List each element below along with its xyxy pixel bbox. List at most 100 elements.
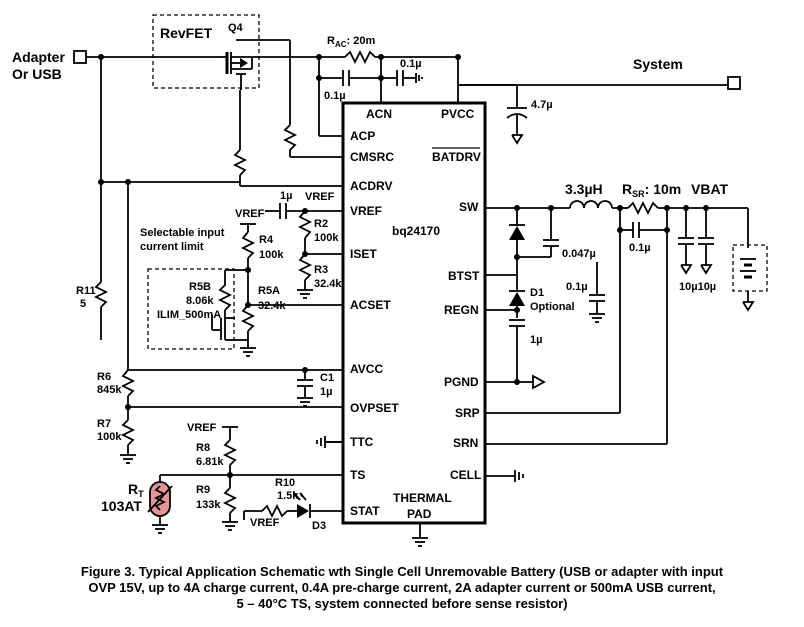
vbat-label: VBAT [691, 181, 729, 197]
r5a-value: 32.4k [258, 300, 286, 312]
r5b-label: R5B [189, 281, 211, 293]
c-sr-label: 0.1µ [629, 242, 651, 254]
pin-vref: VREF [350, 204, 382, 218]
system-label: System [633, 56, 683, 72]
r5b-box [147, 268, 235, 350]
pin-cmsrc: CMSRC [350, 150, 394, 164]
c-vref-label: 1µ [280, 190, 292, 202]
r11-label: R11 [76, 285, 96, 297]
d3-label: D3 [312, 520, 326, 532]
pgnd-arrow [532, 374, 546, 390]
revfet-label: RevFET [160, 25, 213, 41]
revfet-box [152, 14, 260, 89]
r7-value: 100k [97, 431, 122, 443]
ic-body [341, 101, 487, 525]
r10-label: R10 [275, 477, 295, 489]
c-pvcc-label: 4.7µ [531, 99, 553, 111]
pin-stat: STAT [350, 504, 380, 518]
c-acn-label: 0.1µ [400, 58, 422, 70]
c-regn-top-label: 0.1µ [566, 281, 588, 293]
thermal-pad-line1: THERMAL [393, 491, 452, 505]
d1-optional: Optional [530, 301, 575, 313]
rt-label: RT [128, 481, 144, 499]
r4-value: 100k [259, 249, 284, 261]
pin-batdrv: BATDRV [432, 150, 481, 164]
pin-pgnd: PGND [444, 375, 479, 389]
d3-led [297, 504, 309, 518]
pin-ovpset: OVPSET [350, 401, 399, 415]
selectable-label-line2: current limit [140, 241, 204, 253]
adapter-label-line1: Adapter [12, 49, 65, 65]
ground-ttc [316, 436, 326, 448]
pin-sw: SW [459, 200, 479, 214]
vref-label-stat: VREF [250, 517, 280, 529]
ground-r5a [240, 347, 256, 357]
pin-cell: CELL [450, 468, 481, 482]
ground-r9 [222, 513, 238, 531]
r5b-value: 8.06k [186, 295, 214, 307]
c-regn-label: 1µ [530, 334, 542, 346]
pin-acdrv: ACDRV [350, 179, 392, 193]
ground-cell [514, 470, 524, 482]
pin-srp: SRP [455, 406, 480, 420]
ic-name: bq24170 [392, 224, 440, 238]
r2-label: R2 [314, 218, 328, 230]
battery-box [732, 244, 768, 292]
caption-line-3: 5 – 40°C TS, system connected before sen… [236, 596, 568, 611]
r3-value: 32.4k [314, 278, 342, 290]
r6-value: 845k [97, 384, 122, 396]
thermal-pad-line2: PAD [407, 507, 432, 521]
rac-label: RAC: 20m [327, 35, 375, 49]
pin-iset: ISET [350, 247, 377, 261]
ground-regn-cap [589, 313, 605, 323]
pin-srn: SRN [453, 436, 478, 450]
c-btst-label: 0.047µ [562, 248, 596, 260]
pin-btst: BTST [448, 269, 480, 283]
pin-acp: ACP [350, 129, 375, 143]
vref-label-r8: VREF [187, 422, 217, 434]
c-acp-label: 0.1µ [324, 90, 346, 102]
r11-value: 5 [80, 298, 86, 310]
caption-line-2: OVP 15V, up to 4A charge current, 0.4A p… [88, 580, 716, 595]
r8-label: R8 [196, 442, 210, 454]
pin-acn: ACN [366, 107, 392, 121]
pin-regn: REGN [444, 303, 479, 317]
r9-value: 133k [196, 499, 221, 511]
r2-value: 100k [314, 232, 339, 244]
c1-value: 1µ [320, 386, 332, 398]
ground-r3 [297, 280, 313, 299]
inductor [569, 200, 613, 209]
r4-label: R4 [259, 234, 274, 246]
c-bat-label: 10µ10µ [679, 281, 716, 293]
pin-acset: ACSET [350, 298, 391, 312]
system-connector [727, 76, 741, 90]
r9-label: R9 [196, 484, 210, 496]
r6-label: R6 [97, 371, 111, 383]
q4-label: Q4 [228, 22, 244, 34]
rt-value: 103AT [101, 498, 142, 514]
r8-value: 6.81k [196, 456, 224, 468]
pin-ts: TS [350, 468, 365, 482]
q4-mosfet [218, 52, 253, 90]
vref-label-r2: VREF [305, 191, 335, 203]
ground-c1 [297, 397, 313, 407]
r10-value: 1.5k [277, 490, 299, 502]
pin-pvcc: PVCC [441, 107, 475, 121]
ground-rt [152, 524, 168, 534]
ground-r7 [120, 445, 136, 464]
r3-label: R3 [314, 264, 328, 276]
c1-label: C1 [320, 372, 334, 384]
adapter-label-line2: Or USB [12, 66, 62, 82]
caption-line-1: Figure 3. Typical Application Schematic … [80, 564, 724, 579]
inductor-label: 3.3µH [565, 181, 603, 197]
selectable-label-line1: Selectable input [140, 227, 225, 239]
adapter-connector [73, 50, 87, 64]
d1-label: D1 [530, 287, 544, 299]
rsr-label: RSR: 10m [622, 181, 681, 199]
pin-ttc: TTC [350, 435, 374, 449]
pin-avcc: AVCC [350, 362, 383, 376]
ilim-label: ILIM_500mA [157, 309, 221, 321]
ic-ground-symbol [412, 523, 428, 547]
r5a-label: R5A [258, 285, 280, 297]
